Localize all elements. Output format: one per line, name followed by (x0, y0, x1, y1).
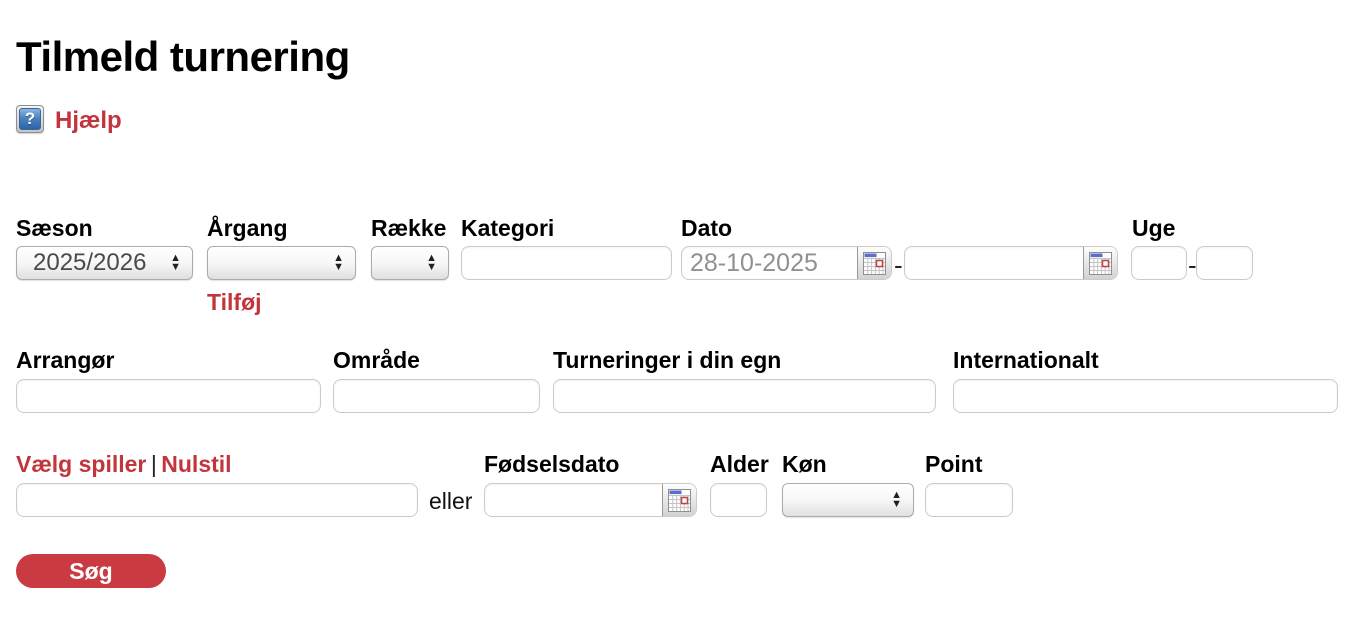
player-name-input[interactable] (16, 483, 418, 517)
calendar-icon (668, 488, 691, 512)
or-text: eller (429, 488, 473, 514)
page-title: Tilmeld turnering (16, 33, 350, 81)
date-from-input[interactable] (682, 247, 857, 279)
date-to-input[interactable] (905, 247, 1083, 279)
birthdate-input[interactable] (485, 484, 662, 516)
age-label: Alder (710, 451, 769, 477)
select-arrows-icon (333, 254, 344, 272)
date-label: Dato (681, 215, 733, 241)
birthdate-label: Fødselsdato (484, 451, 620, 477)
area-input[interactable] (333, 379, 540, 413)
organizer-input[interactable] (16, 379, 321, 413)
date-to-field (904, 246, 1118, 280)
select-arrows-icon (170, 254, 181, 272)
local-label: Turneringer i din egn (553, 347, 782, 373)
search-button[interactable]: Søg (16, 554, 166, 588)
help-icon[interactable]: ? (16, 105, 44, 133)
agegroup-select[interactable] (207, 246, 356, 280)
date-from-field (681, 246, 892, 280)
week-from-input[interactable] (1131, 246, 1187, 280)
date-to-calendar-button[interactable] (1083, 247, 1117, 279)
points-input[interactable] (925, 483, 1013, 517)
age-input[interactable] (710, 483, 767, 517)
question-mark-icon: ? (19, 108, 41, 130)
birthdate-field (484, 483, 697, 517)
help-link[interactable]: Hjælp (55, 107, 122, 134)
select-arrows-icon (426, 254, 437, 272)
week-range-separator: - (1188, 250, 1197, 280)
division-select[interactable] (371, 246, 449, 280)
week-label: Uge (1132, 215, 1176, 241)
area-label: Område (333, 347, 420, 373)
category-input[interactable] (461, 246, 672, 280)
reset-player-link[interactable]: Nulstil (161, 451, 232, 477)
division-label: Række (371, 215, 447, 241)
agegroup-label: Årgang (207, 215, 288, 241)
week-to-input[interactable] (1196, 246, 1253, 280)
gender-select[interactable] (782, 483, 914, 517)
add-agegroup-link[interactable]: Tilføj (207, 289, 262, 315)
date-range-separator: - (894, 250, 903, 280)
gender-label: Køn (782, 451, 827, 477)
link-divider: | (150, 451, 157, 477)
season-label: Sæson (16, 215, 93, 241)
category-label: Kategori (461, 215, 555, 241)
international-label: Internationalt (953, 347, 1099, 373)
player-links: Vælg spiller | Nulstil (16, 451, 232, 478)
local-tournaments-input[interactable] (553, 379, 936, 413)
calendar-icon (1089, 251, 1112, 275)
choose-player-link[interactable]: Vælg spiller (16, 451, 147, 477)
date-from-calendar-button[interactable] (857, 247, 891, 279)
international-input[interactable] (953, 379, 1338, 413)
season-select-value: 2025/2026 (33, 249, 147, 276)
select-arrows-icon (891, 491, 902, 509)
points-label: Point (925, 451, 983, 477)
season-select[interactable]: 2025/2026 (16, 246, 193, 280)
birthdate-calendar-button[interactable] (662, 484, 696, 516)
organizer-label: Arrangør (16, 347, 115, 373)
calendar-icon (863, 251, 886, 275)
